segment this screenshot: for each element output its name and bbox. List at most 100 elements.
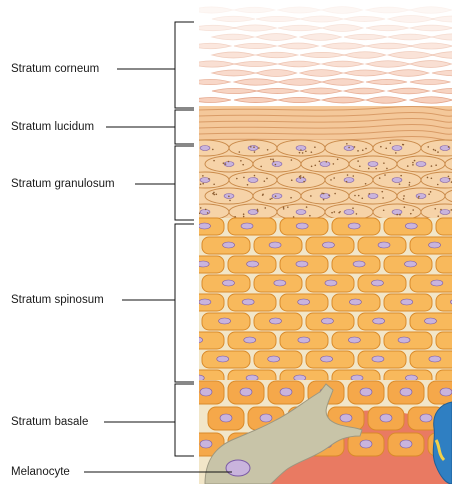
granulosum-nucleus	[248, 146, 258, 151]
keratohyalin-granule	[323, 199, 325, 201]
keratohyalin-granule	[328, 195, 330, 197]
basale-nucleus	[360, 440, 372, 448]
granulosum-nucleus	[200, 210, 210, 215]
spinosum-nucleus	[349, 299, 361, 305]
keratohyalin-granule	[283, 208, 285, 210]
basale-nucleus	[360, 388, 372, 396]
keratohyalin-granule	[213, 194, 215, 196]
keratohyalin-granule	[300, 149, 302, 151]
layer-bracket	[175, 384, 194, 456]
spinosum-nucleus	[371, 280, 383, 286]
keratohyalin-granule	[428, 193, 430, 195]
keratohyalin-granule	[270, 158, 272, 160]
keratohyalin-granule	[435, 164, 437, 166]
spinosum-nucleus	[398, 337, 410, 343]
spinosum-nucleus	[268, 356, 280, 362]
keratohyalin-granule	[386, 168, 388, 170]
basale-nucleus	[440, 388, 452, 396]
keratohyalin-granule	[262, 194, 264, 196]
stratum-granulosum-cells	[181, 140, 452, 220]
keratohyalin-granule	[354, 146, 356, 148]
granulosum-nucleus	[296, 210, 306, 215]
keratohyalin-granule	[200, 183, 202, 185]
spinosum-nucleus	[353, 261, 365, 267]
spinosum-nucleus	[378, 242, 390, 248]
keratohyalin-granule	[189, 151, 191, 153]
stratum-corneum-flakes	[190, 7, 452, 104]
granulosum-nucleus	[200, 146, 210, 151]
keratohyalin-granule	[403, 195, 405, 197]
keratohyalin-granule	[306, 206, 308, 208]
keratohyalin-granule	[189, 211, 191, 213]
spinosum-nucleus	[274, 280, 286, 286]
keratohyalin-granule	[257, 209, 259, 211]
keratohyalin-granule	[250, 146, 252, 148]
keratohyalin-granule	[311, 165, 313, 167]
basale-nucleus	[220, 414, 232, 422]
granulosum-nucleus	[440, 178, 450, 183]
keratohyalin-granule	[271, 198, 273, 200]
basale-nucleus	[420, 414, 432, 422]
spinosum-nucleus	[242, 299, 254, 305]
keratohyalin-granule	[228, 161, 230, 163]
layer-bracket	[175, 22, 194, 108]
keratohyalin-granule	[369, 193, 371, 195]
keratohyalin-granule	[365, 148, 367, 150]
tissue-layers	[176, 0, 452, 484]
keratohyalin-granule	[258, 147, 260, 149]
keratohyalin-granule	[187, 148, 189, 150]
keratohyalin-granule	[240, 160, 242, 162]
keratohyalin-granule	[412, 164, 414, 166]
keratohyalin-granule	[403, 198, 405, 200]
spinosum-nucleus	[241, 223, 253, 229]
granulosum-nucleus	[392, 178, 402, 183]
keratohyalin-granule	[433, 149, 435, 151]
keratohyalin-granule	[266, 178, 268, 180]
spinosum-nucleus	[322, 242, 334, 248]
keratohyalin-granule	[243, 177, 245, 179]
spinosum-nucleus	[296, 261, 308, 267]
keratohyalin-granule	[202, 183, 204, 185]
keratohyalin-granule	[330, 179, 332, 181]
spinosum-nucleus	[219, 318, 231, 324]
spinosum-nucleus	[372, 356, 384, 362]
granulosum-nucleus	[272, 162, 282, 167]
keratohyalin-granule	[272, 159, 274, 161]
keratohyalin-granule	[418, 197, 420, 199]
granulosum-nucleus	[272, 194, 282, 199]
keratohyalin-granule	[347, 174, 349, 176]
keratohyalin-granule	[229, 200, 231, 202]
label-melanocyte: Melanocyte	[11, 465, 70, 479]
keratohyalin-granule	[430, 191, 432, 193]
layer-bracket	[175, 146, 194, 220]
keratohyalin-granule	[399, 183, 401, 185]
layer-bracket	[175, 224, 194, 382]
keratohyalin-granule	[215, 193, 217, 195]
spinosum-nucleus	[222, 280, 234, 286]
keratohyalin-granule	[264, 180, 266, 182]
keratohyalin-granule	[300, 177, 302, 179]
keratohyalin-granule	[267, 149, 269, 151]
keratohyalin-granule	[431, 165, 433, 167]
keratohyalin-granule	[305, 150, 307, 152]
keratohyalin-granule	[254, 151, 256, 153]
keratohyalin-granule	[399, 214, 401, 216]
granulosum-nucleus	[416, 162, 426, 167]
keratohyalin-granule	[303, 181, 305, 183]
spinosum-nucleus	[269, 242, 281, 248]
keratohyalin-granule	[375, 168, 377, 170]
keratohyalin-granule	[384, 174, 386, 176]
spinosum-nucleus	[325, 280, 337, 286]
keratohyalin-granule	[449, 178, 451, 180]
keratohyalin-granule	[407, 165, 409, 167]
keratohyalin-granule	[404, 206, 406, 208]
keratohyalin-granule	[239, 151, 241, 153]
basale-nucleus	[340, 414, 352, 422]
keratohyalin-granule	[427, 146, 429, 148]
spinosum-nucleus	[348, 337, 360, 343]
keratohyalin-granule	[303, 176, 305, 178]
spinosum-cell	[436, 294, 452, 311]
keratohyalin-granule	[403, 144, 405, 146]
granulosum-nucleus	[320, 162, 330, 167]
